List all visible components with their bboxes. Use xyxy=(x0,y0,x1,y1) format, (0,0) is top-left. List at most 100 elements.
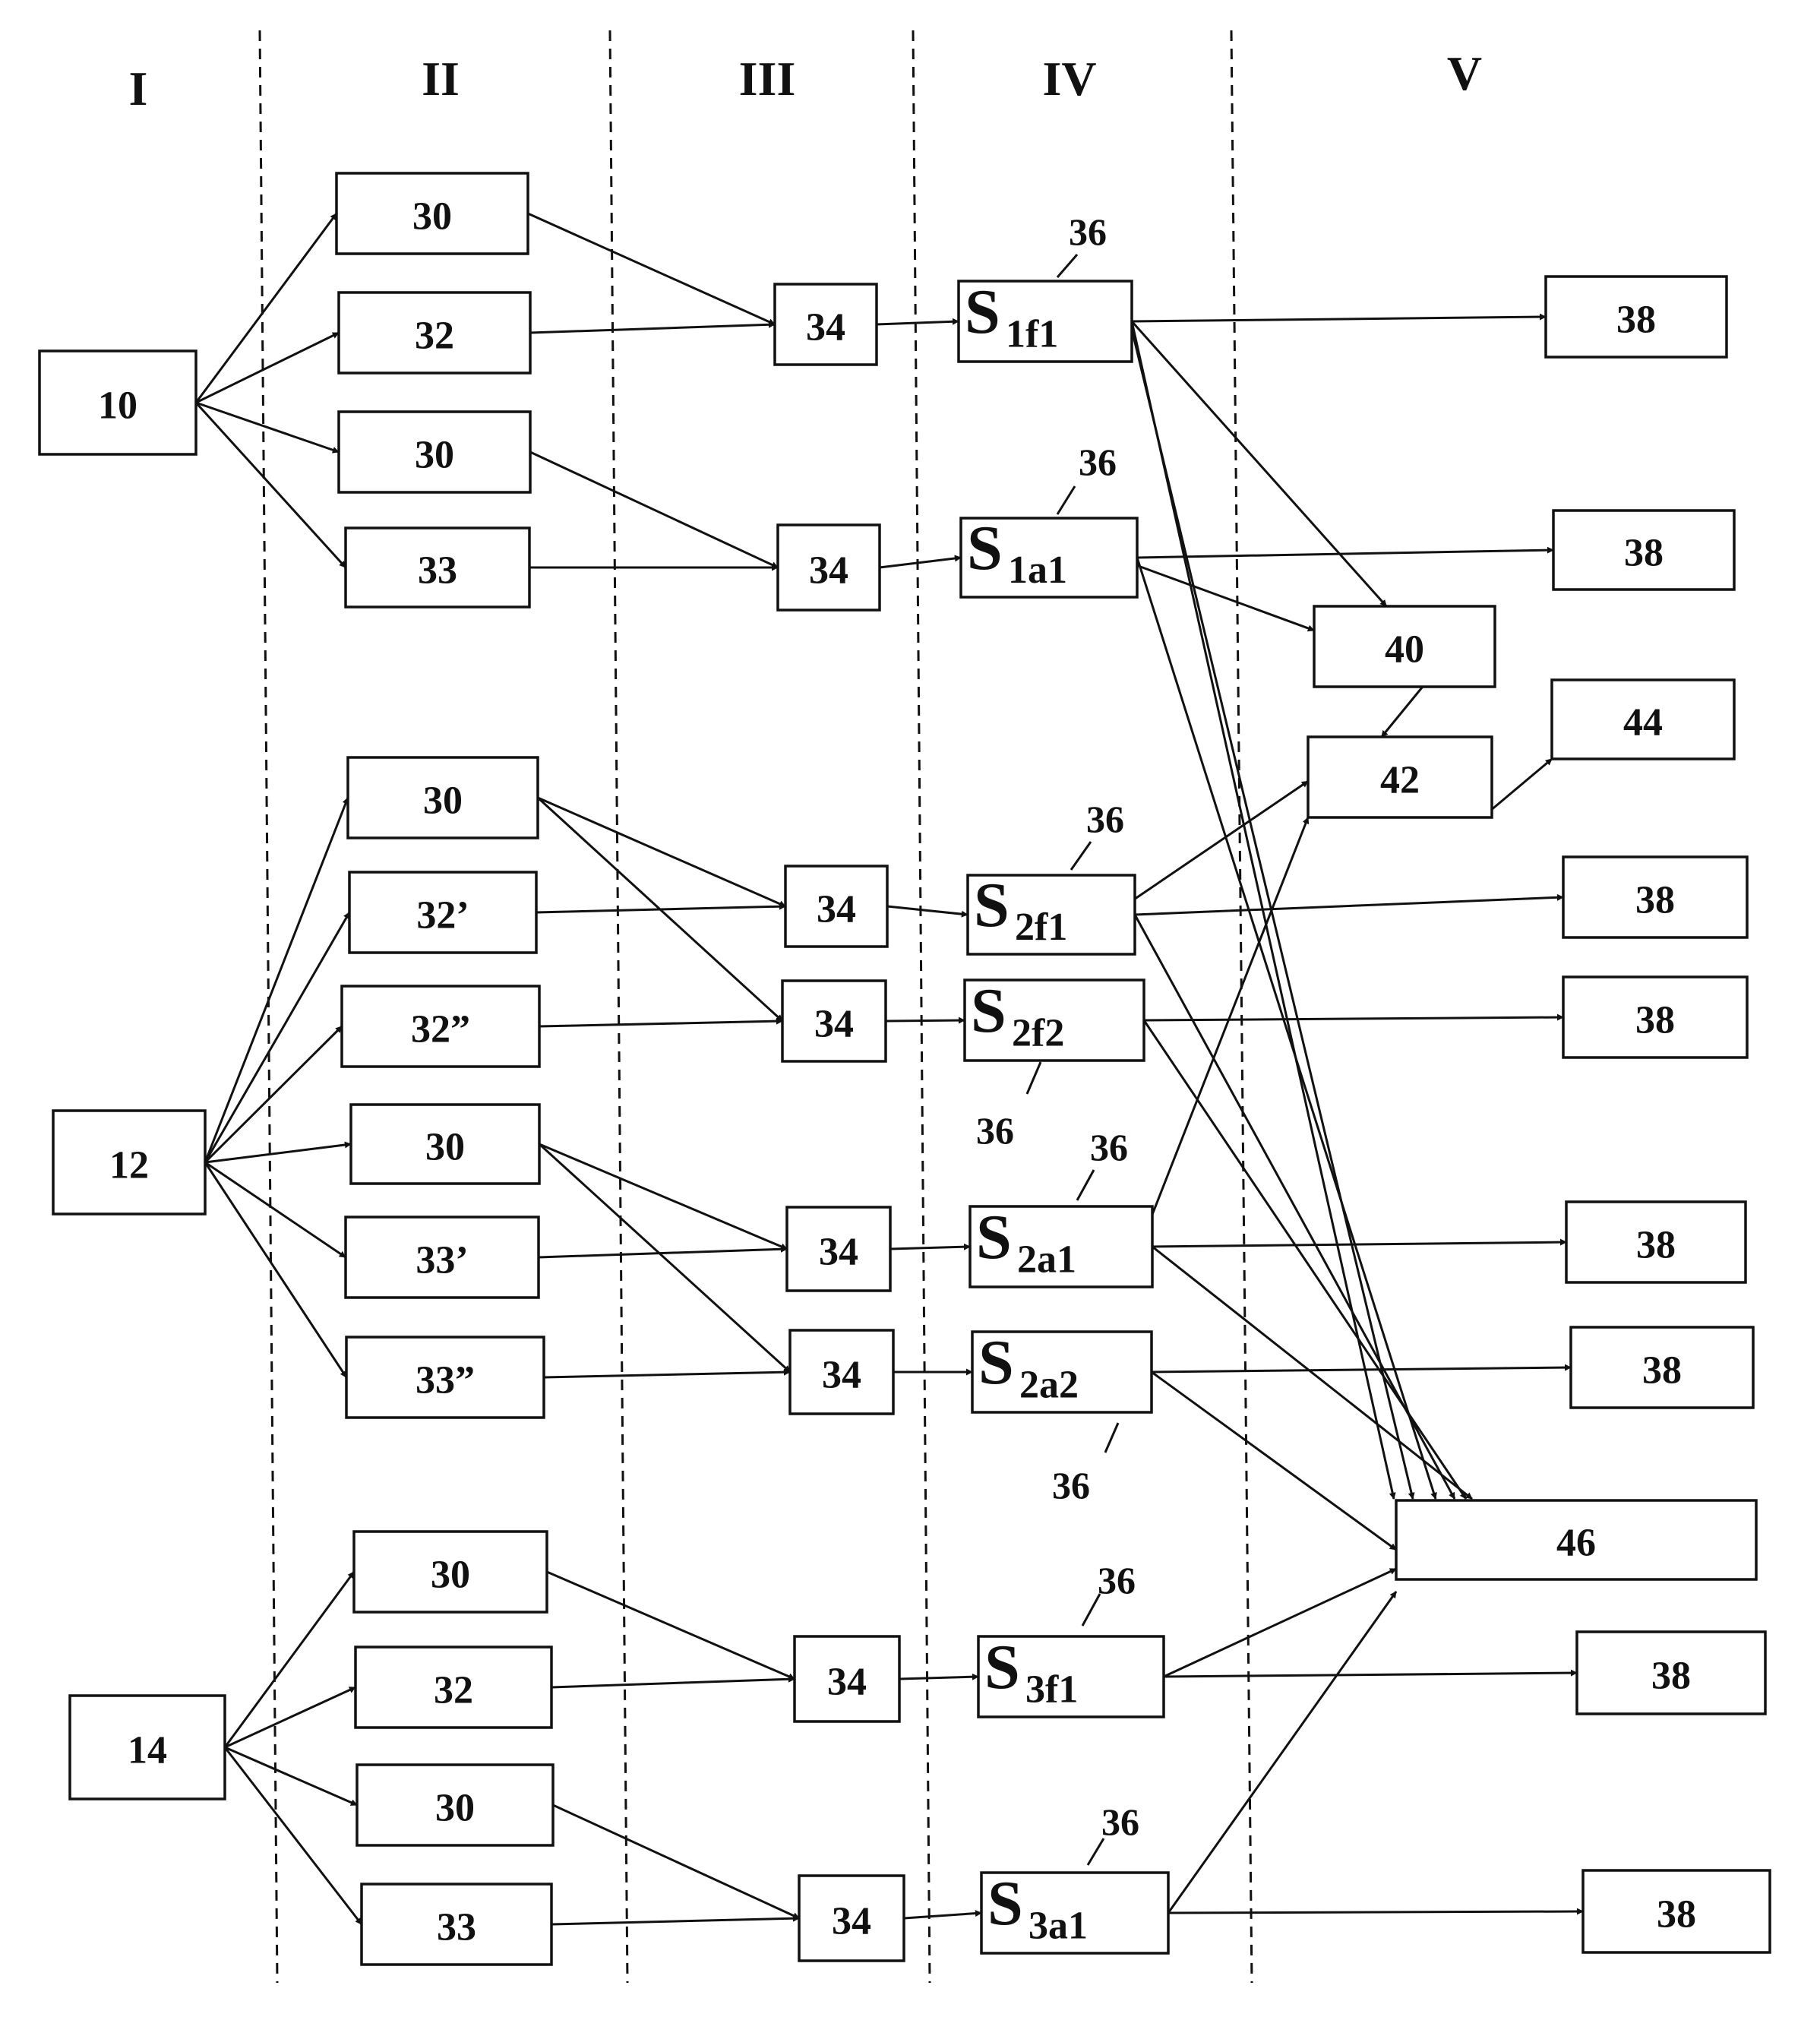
arrow-c30b-to-k8 xyxy=(553,1805,799,1918)
arrow-s2a1-to-n42 xyxy=(1152,817,1308,1215)
box-label: 33 xyxy=(437,1906,476,1949)
arrow-k7-to-s3f1 xyxy=(899,1677,978,1679)
arrow-n14-to-c30b xyxy=(225,1747,357,1805)
arrow-k8-to-s3a1 xyxy=(904,1913,981,1918)
leader-36-2 xyxy=(1057,486,1075,514)
column-header-IV: IV xyxy=(1042,52,1096,106)
arrow-s2a2-to-o6 xyxy=(1152,1367,1571,1372)
arrow-k4-to-s2f2 xyxy=(886,1020,965,1021)
box-b32pp: 32” xyxy=(342,986,539,1067)
state-subscript: 3a1 xyxy=(1028,1904,1088,1947)
arrow-s2f1-to-o3 xyxy=(1135,897,1563,915)
box-label: 33’ xyxy=(416,1239,468,1282)
box-label: 34 xyxy=(832,1900,871,1943)
box-label: 30 xyxy=(412,195,452,239)
box-label: 33” xyxy=(416,1359,475,1402)
arrow-k1-to-s1f1 xyxy=(877,321,959,324)
box-label: 38 xyxy=(1635,879,1675,922)
state-subscript: 1f1 xyxy=(1006,312,1058,356)
arrow-n14-to-c33 xyxy=(225,1747,362,1924)
leader-36-1 xyxy=(1057,254,1077,277)
column-header-II: II xyxy=(422,52,460,106)
leader-36-6 xyxy=(1105,1423,1118,1453)
box-label: 46 xyxy=(1556,1522,1596,1565)
box-label: 38 xyxy=(1657,1893,1696,1936)
box-label: 32’ xyxy=(416,894,469,937)
box-b33pp: 33” xyxy=(346,1337,544,1418)
box-a30b: 30 xyxy=(339,412,530,492)
box-s2f2: S2f2 xyxy=(965,975,1144,1061)
arrow-b30b-to-k5 xyxy=(539,1144,787,1249)
box-k8: 34 xyxy=(799,1876,904,1961)
box-label: 38 xyxy=(1651,1655,1691,1698)
arrow-n12-to-b30b xyxy=(205,1144,351,1162)
divider-1 xyxy=(260,30,277,1983)
ref-36-s3a1: 36 xyxy=(1101,1800,1139,1843)
ref-36-s2f2: 36 xyxy=(976,1109,1014,1152)
state-subscript: 3f1 xyxy=(1025,1668,1078,1711)
box-label: 38 xyxy=(1642,1349,1682,1393)
ref-36-s1a1: 36 xyxy=(1079,441,1117,483)
arrow-b32pp-to-k4 xyxy=(539,1021,782,1026)
state-subscript: 1a1 xyxy=(1008,549,1067,592)
arrow-n12-to-b32pp xyxy=(205,1026,342,1162)
arrow-n12-to-b33p xyxy=(205,1162,346,1257)
box-b30b: 30 xyxy=(351,1105,539,1184)
box-n42: 42 xyxy=(1308,737,1492,817)
arrow-s3f1-to-n46 xyxy=(1164,1569,1396,1677)
column-header-III: III xyxy=(739,52,796,106)
box-label: 34 xyxy=(822,1354,861,1397)
box-label: 10 xyxy=(98,384,137,428)
box-b33p: 33’ xyxy=(346,1217,539,1298)
box-n14: 14 xyxy=(70,1696,225,1799)
box-o8: 38 xyxy=(1583,1870,1770,1952)
box-label: 30 xyxy=(431,1554,470,1597)
state-symbol: S xyxy=(976,1202,1012,1272)
arrow-n10-to-a30 xyxy=(196,213,337,403)
arrow-s2f2-to-n46 xyxy=(1144,1020,1466,1499)
box-c32: 32 xyxy=(355,1647,551,1728)
box-s1a1: S1a1 xyxy=(961,513,1137,597)
arrow-b33pp-to-k6 xyxy=(544,1372,790,1377)
box-a30: 30 xyxy=(337,173,528,254)
box-label: 42 xyxy=(1380,759,1420,802)
arrow-b30-to-k3 xyxy=(538,798,785,906)
arrow-k5-to-s2a1 xyxy=(890,1247,970,1249)
box-label: 30 xyxy=(415,434,454,477)
arrow-n40-to-n42 xyxy=(1382,687,1423,737)
arrow-s1f1-to-o1 xyxy=(1132,317,1546,321)
box-n40: 40 xyxy=(1314,606,1495,687)
arrow-s3a1-to-n46 xyxy=(1168,1592,1396,1913)
box-k7: 34 xyxy=(795,1636,899,1721)
arrow-s1a1-to-o2 xyxy=(1137,550,1553,558)
state-symbol: S xyxy=(965,277,1000,347)
box-s2a1: S2a1 xyxy=(970,1202,1152,1287)
box-label: 38 xyxy=(1636,1224,1676,1267)
arrow-s3a1-to-o8 xyxy=(1168,1911,1583,1913)
box-s2f1: S2f1 xyxy=(968,870,1135,954)
box-n46: 46 xyxy=(1396,1500,1756,1579)
box-o2: 38 xyxy=(1553,511,1734,590)
arrow-n12-to-b30 xyxy=(205,798,348,1162)
box-k3: 34 xyxy=(785,866,887,947)
arrow-c32-to-k7 xyxy=(551,1679,795,1687)
arrow-n42-to-n44 xyxy=(1492,759,1552,809)
box-b32p: 32’ xyxy=(349,872,536,953)
box-s1f1: S1f1 xyxy=(959,277,1132,362)
state-symbol: S xyxy=(971,975,1006,1046)
box-o4: 38 xyxy=(1563,977,1747,1058)
box-b30: 30 xyxy=(348,757,538,838)
box-k1: 34 xyxy=(775,284,877,365)
arrow-s2a1-to-n46 xyxy=(1152,1247,1472,1499)
box-label: 40 xyxy=(1385,628,1424,672)
box-c33: 33 xyxy=(362,1884,551,1965)
box-s3a1: S3a1 xyxy=(981,1868,1168,1953)
box-label: 30 xyxy=(425,1126,465,1169)
box-a32: 32 xyxy=(339,292,530,373)
box-label: 33 xyxy=(418,549,457,593)
box-k5: 34 xyxy=(787,1207,890,1291)
box-k6: 34 xyxy=(790,1330,893,1414)
state-subscript: 2f2 xyxy=(1012,1011,1064,1054)
box-label: 34 xyxy=(819,1231,858,1274)
arrow-s2a2-to-n46 xyxy=(1152,1372,1396,1550)
